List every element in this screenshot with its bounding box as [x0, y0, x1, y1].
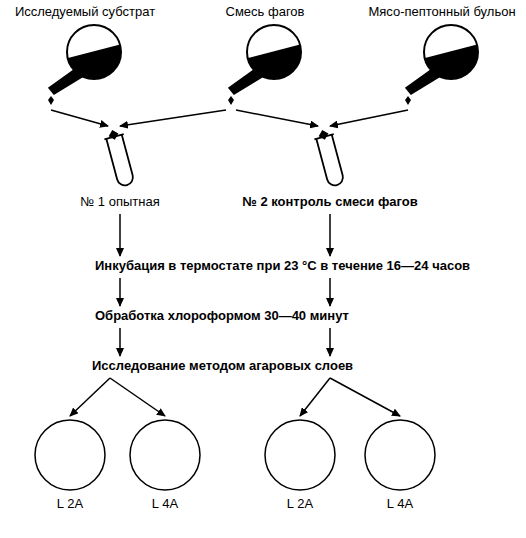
test-tube [316, 135, 344, 187]
flask-illustration [210, 20, 320, 106]
node-label: L 2A [33, 496, 107, 512]
process-step: Исследование методом агаровых слоев [92, 358, 422, 374]
test-tube-box: № 2 контроль смеси фагов [235, 128, 425, 210]
node-label: L 4A [363, 496, 437, 512]
flow-arrow [236, 110, 318, 126]
step-text: Исследование методом агаровых слоев [92, 358, 422, 374]
flask: Мясо-пептонный бульон [362, 4, 522, 106]
step-text: Обработка хлороформом 30—40 минут [95, 308, 425, 324]
flow-arrow [300, 378, 330, 416]
flow-arrow [330, 110, 408, 126]
process-step: Инкубация в термостате при 23 °C в течен… [95, 258, 523, 274]
drop [107, 129, 119, 141]
flow-arrow [51, 110, 108, 126]
node-label: L 4A [128, 496, 202, 512]
drop [48, 96, 54, 105]
petri-dish [33, 418, 107, 492]
node-label: № 1 опытная [70, 194, 170, 210]
node-label: Смесь фагов [190, 4, 340, 20]
flow-arrow [119, 214, 121, 256]
petri-dish [128, 418, 202, 492]
flask-illustration [30, 20, 140, 106]
drop [228, 96, 234, 105]
dish-outline [35, 420, 105, 490]
flask-neck [229, 70, 262, 94]
dish-outline [365, 420, 435, 490]
process-step: Обработка хлороформом 30—40 минут [95, 308, 425, 324]
petri-dish-box: L 2A [263, 418, 337, 512]
petri-dish-box: L 2A [33, 418, 107, 512]
flow-arrow [70, 378, 110, 416]
step-text: Инкубация в термостате при 23 °C в течен… [95, 258, 523, 274]
drop [405, 96, 411, 105]
flow-arrow [329, 328, 331, 356]
dish-outline [265, 420, 335, 490]
test-tube [106, 135, 134, 187]
flow-arrow [329, 214, 331, 256]
drop [317, 129, 329, 141]
flow-arrow [119, 278, 121, 306]
flask: Смесь фагов [190, 4, 340, 106]
flow-arrow [330, 378, 400, 416]
petri-dish [363, 418, 437, 492]
flask-illustration [387, 20, 497, 106]
flask: Исследуемый субстрат [10, 4, 160, 106]
flask-neck [406, 70, 439, 94]
flow-arrow [120, 110, 226, 126]
flow-arrow [110, 378, 165, 416]
test-tube-illustration [70, 128, 170, 190]
petri-dish-box: L 4A [363, 418, 437, 512]
node-label: № 2 контроль смеси фагов [235, 194, 425, 210]
node-label: Мясо-пептонный бульон [362, 4, 522, 20]
dish-outline [130, 420, 200, 490]
test-tube-box: № 1 опытная [70, 128, 170, 210]
flask-neck [49, 70, 82, 94]
flow-arrow [329, 278, 331, 306]
petri-dish [263, 418, 337, 492]
petri-dish-box: L 4A [128, 418, 202, 512]
node-label: L 2A [263, 496, 337, 512]
node-label: Исследуемый субстрат [10, 4, 160, 20]
flow-arrow [119, 328, 121, 356]
test-tube-illustration [280, 128, 380, 190]
